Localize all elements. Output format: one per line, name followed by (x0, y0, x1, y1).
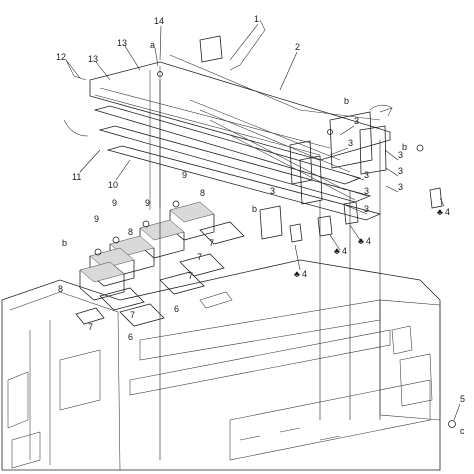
callout-3: 3 (270, 186, 275, 196)
callout-7: 7 (88, 322, 93, 332)
callout-13: 13 (117, 38, 127, 48)
callout-9: 9 (112, 198, 117, 208)
callout-7: 7 (130, 310, 135, 320)
callout-6: 6 (174, 304, 179, 314)
callout-3: 3 (398, 182, 403, 192)
callout-club: ♣ (437, 207, 443, 217)
callout-7: 7 (197, 252, 202, 262)
callout-7: 7 (188, 271, 193, 281)
callout-3: 3 (354, 116, 359, 126)
callout-3: 3 (364, 204, 369, 214)
callout-14: 14 (154, 16, 164, 26)
callout-5: 5 (460, 394, 465, 404)
callout-9: 9 (145, 198, 150, 208)
callout-b: b (402, 142, 407, 152)
callout-8: 8 (128, 227, 133, 237)
callout-13: 13 (88, 54, 98, 64)
callout-4: 4 (302, 269, 307, 279)
cables (63, 59, 89, 137)
callout-b: b (62, 238, 67, 248)
callout-club: ♣ (358, 236, 364, 246)
callout-12: 12 (56, 52, 66, 62)
callout-2: 2 (295, 42, 300, 52)
callout-b: b (252, 204, 257, 214)
callout-3: 3 (398, 150, 403, 160)
lower-holders (75, 221, 245, 327)
callout-a: a (150, 40, 155, 50)
callout-4: 4 (342, 246, 347, 256)
head-units (79, 200, 215, 301)
callout-6: 6 (128, 332, 133, 342)
callout-club: ♣ (294, 269, 300, 279)
callout-9: 9 (182, 170, 187, 180)
callout-8: 8 (200, 188, 205, 198)
callout-3: 3 (364, 170, 369, 180)
callout-3: 3 (364, 186, 369, 196)
leader-lines (65, 23, 461, 460)
upper-rail-assembly (89, 19, 391, 240)
callout-8: 8 (58, 284, 63, 294)
brackets-and-screws (157, 71, 456, 428)
callout-c: c (460, 426, 465, 436)
callout-11: 11 (72, 172, 81, 182)
machine-frame (1, 259, 441, 471)
callout-4: 4 (445, 207, 450, 217)
callout-9: 9 (94, 214, 99, 224)
callout-10: 10 (108, 180, 118, 190)
callout-7: 7 (209, 238, 214, 248)
callout-labels: 1 2 3 3 3 3 3 3 3 3 3 4 4 4 4 5 6 6 7 7 … (56, 14, 465, 436)
callout-b: b (344, 96, 349, 106)
callout-4: 4 (366, 236, 371, 246)
callout-club: ♣ (334, 246, 340, 256)
callout-1: 1 (254, 14, 259, 24)
callout-3: 3 (348, 138, 353, 148)
callout-3: 3 (398, 166, 403, 176)
